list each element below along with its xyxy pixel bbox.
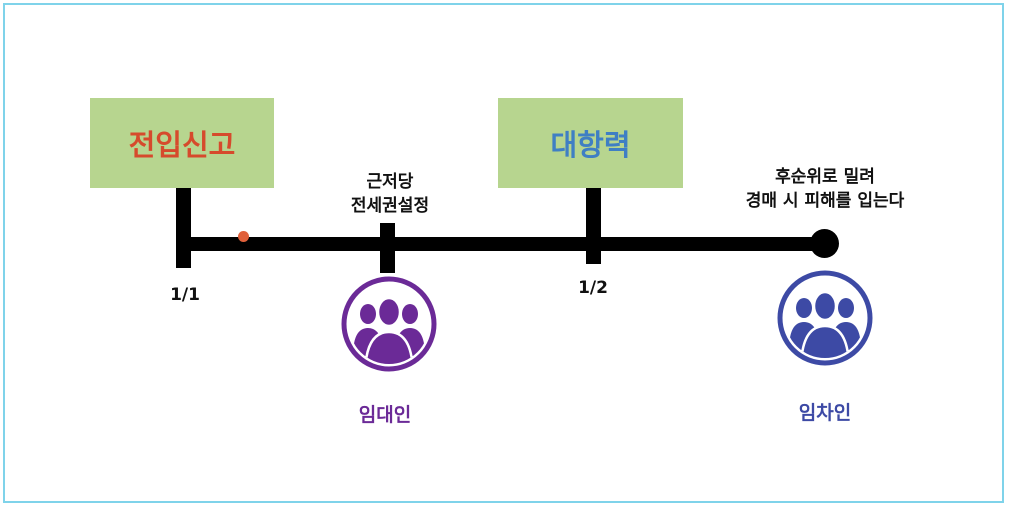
damage-note-line-1: 후순위로 밀려 xyxy=(775,167,875,187)
mortgage-note: 근저당 전세권설정 xyxy=(320,170,460,218)
move-in-report-label: 전입신고 xyxy=(128,128,236,162)
damage-note: 후순위로 밀려 경매 시 피해를 입는다 xyxy=(700,165,950,213)
move-in-report-box: 전입신고 xyxy=(90,98,274,188)
opposing-power-box: 대항력 xyxy=(498,98,683,188)
tenant-label: 임차인 xyxy=(798,402,852,424)
marker-dot xyxy=(238,231,249,242)
mortgage-note-line-1: 근저당 xyxy=(366,172,414,192)
timeline-end-dot xyxy=(810,229,839,258)
date-label-2: 1/2 xyxy=(578,278,608,298)
damage-note-line-2: 경매 시 피해를 입는다 xyxy=(745,191,905,211)
tenant-people-icon xyxy=(777,270,873,366)
diagram-frame xyxy=(3,3,1004,503)
timeline-line xyxy=(176,237,824,251)
timeline-tick-2 xyxy=(380,223,395,273)
opposing-power-label: 대항력 xyxy=(550,128,631,162)
timeline-tick-3 xyxy=(586,188,601,264)
date-label-1: 1/1 xyxy=(170,285,200,305)
mortgage-note-line-2: 전세권설정 xyxy=(350,196,430,216)
landlord-people-icon xyxy=(341,276,437,372)
landlord-label: 임대인 xyxy=(358,404,412,426)
timeline-tick-1 xyxy=(176,188,191,268)
